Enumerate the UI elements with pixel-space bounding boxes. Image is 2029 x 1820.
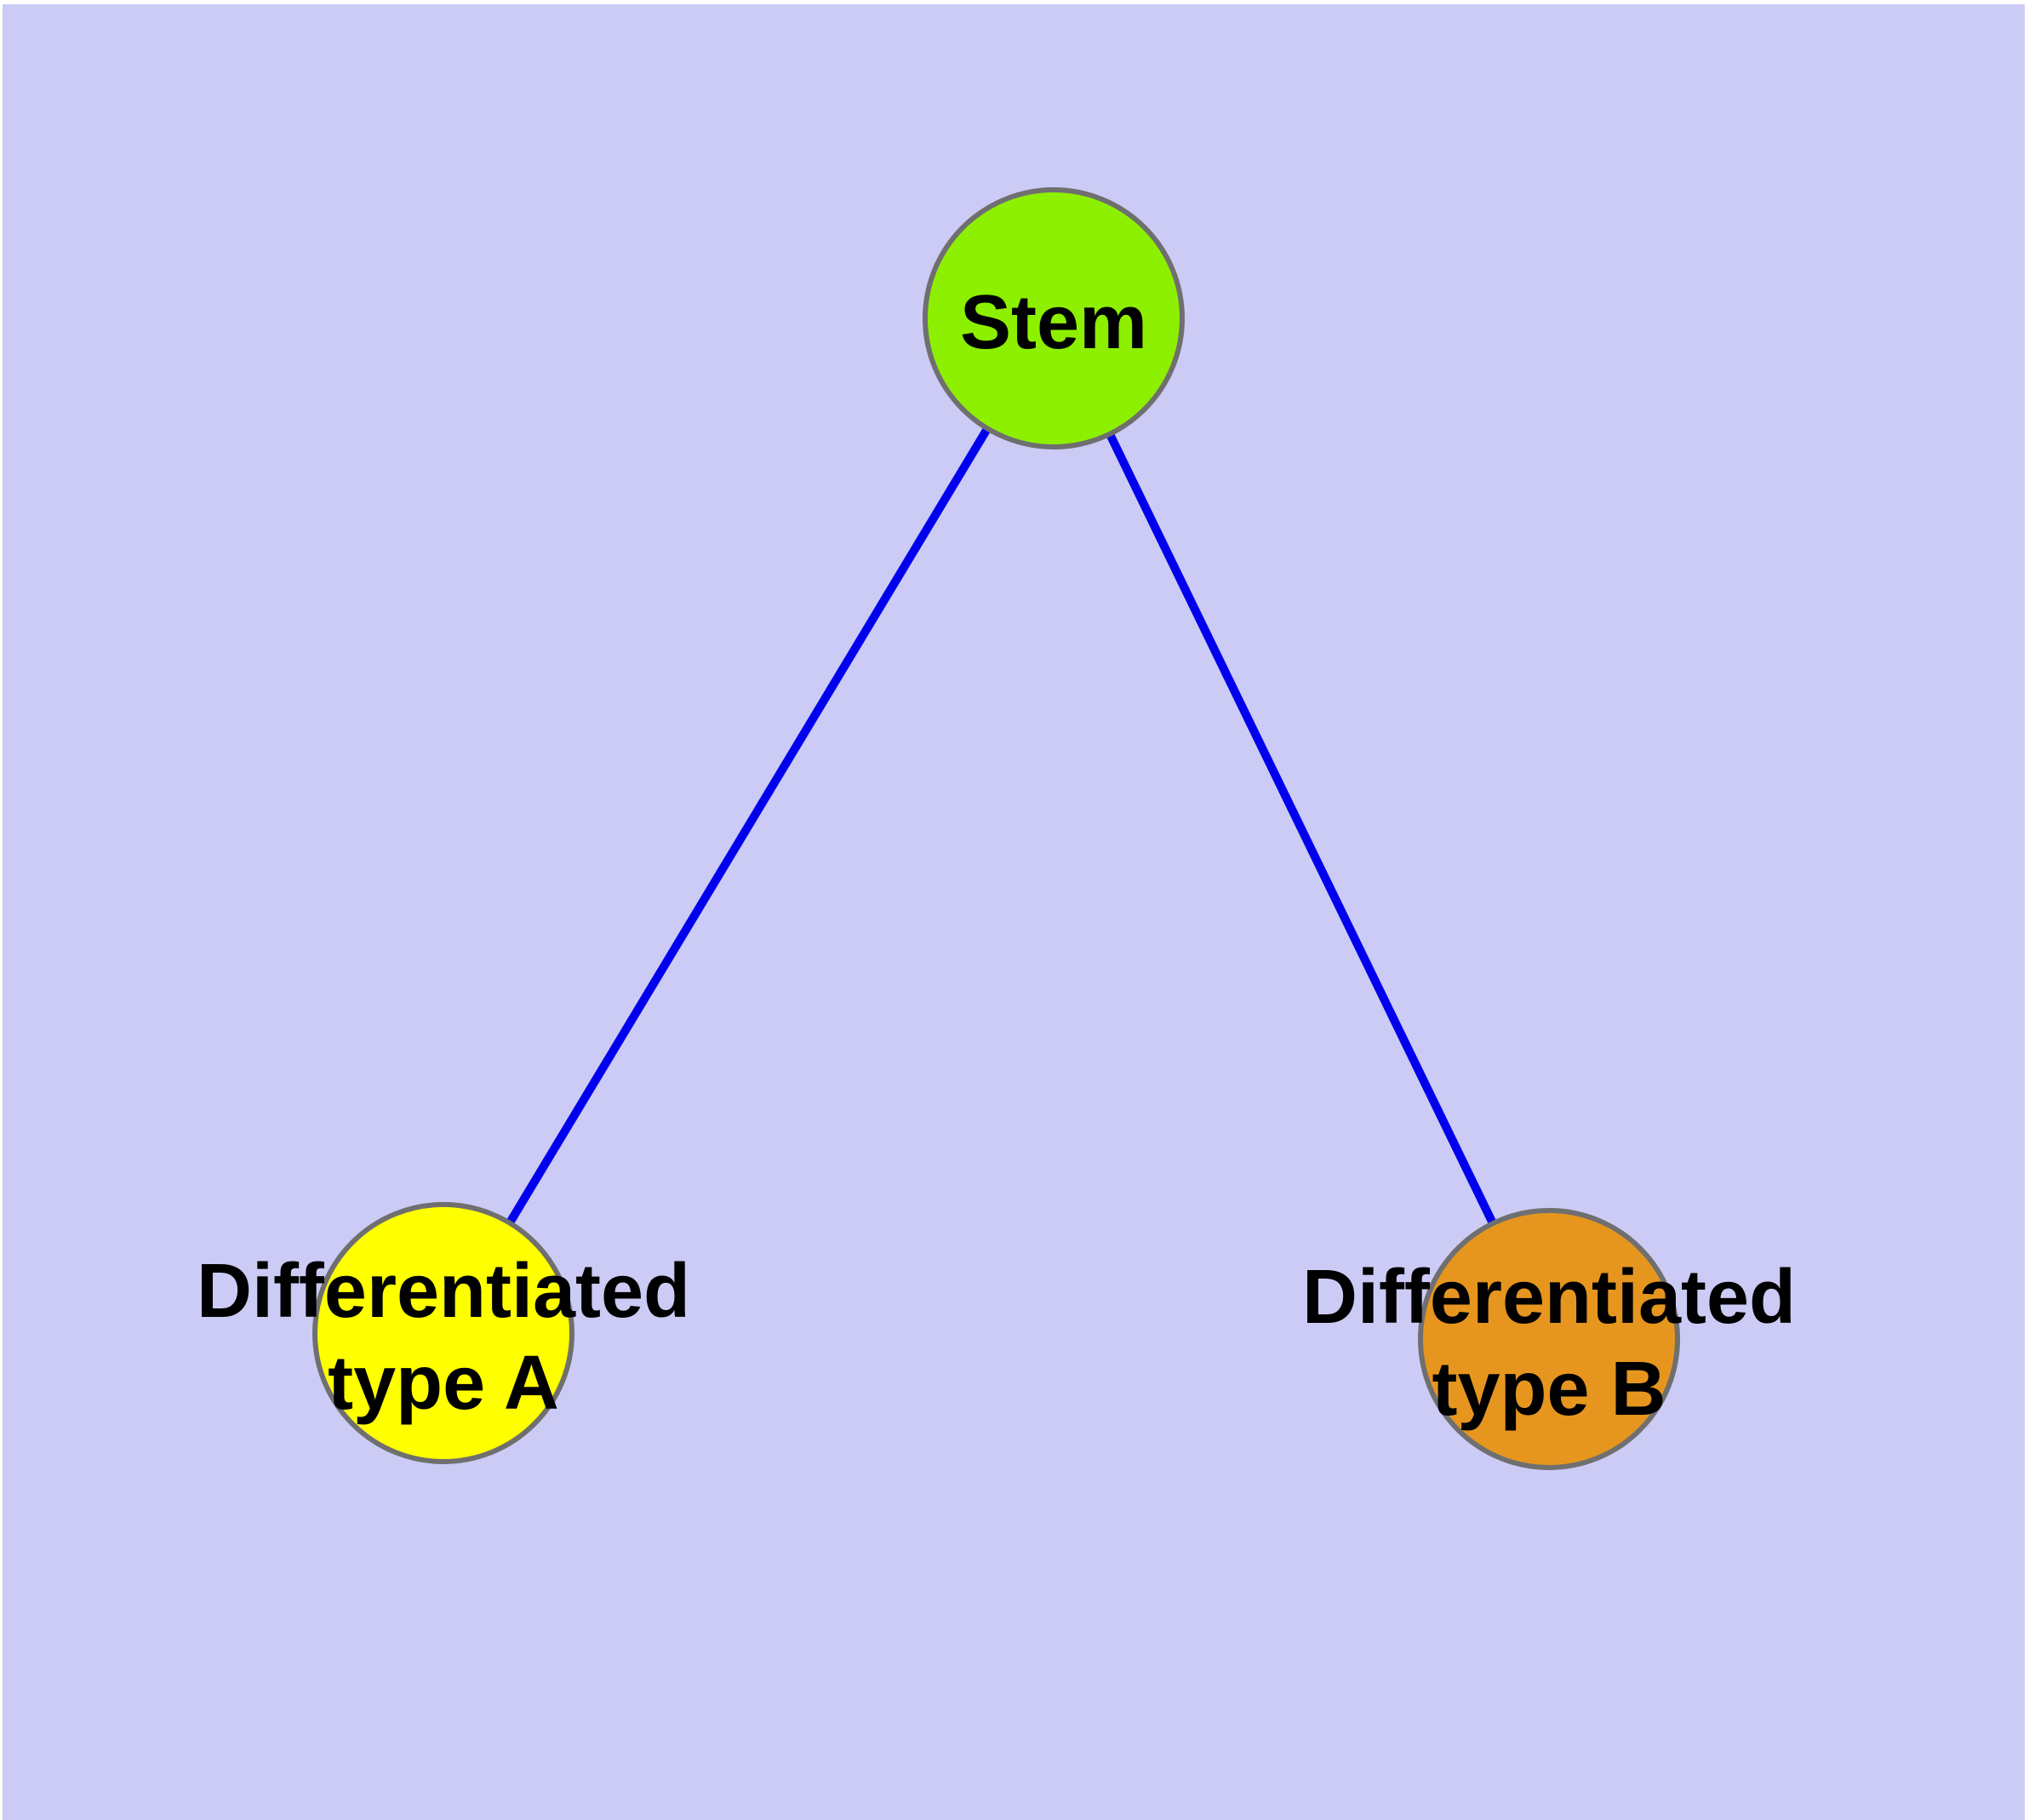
edge-stem-to-type-b	[1049, 316, 1553, 1342]
edge-stem-to-type-a	[439, 316, 1058, 1336]
node-differentiated-type-a	[312, 1202, 574, 1464]
node-type-b-label-line1: Differentiated	[1302, 1255, 1796, 1340]
node-stem-label: Stem	[960, 280, 1147, 365]
node-differentiated-type-b	[1418, 1208, 1680, 1470]
node-type-a-label-line2: type A	[328, 1341, 559, 1426]
node-type-b-label-line2: type B	[1432, 1347, 1666, 1432]
node-stem	[923, 187, 1185, 449]
node-type-a-label-line1: Differentiated	[197, 1249, 690, 1334]
